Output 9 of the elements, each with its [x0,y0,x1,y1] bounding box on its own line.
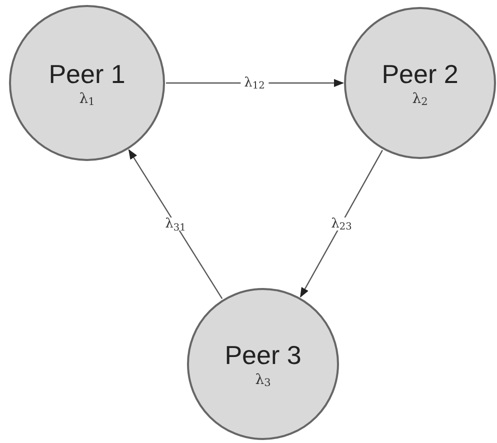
arrow [128,149,223,300]
arrow [300,150,383,298]
node-title: Peer 1 [48,58,126,90]
rate-symbol: λ$_{3}$ [255,372,271,389]
rate-symbol: λ$_{1}$ [79,90,95,108]
rate-symbol: λ$_{2}$ [412,90,428,108]
edge-label: λ$_{12}$ [240,76,269,90]
node-title: Peer 2 [382,58,458,90]
node-title: Peer 3 [224,339,302,372]
